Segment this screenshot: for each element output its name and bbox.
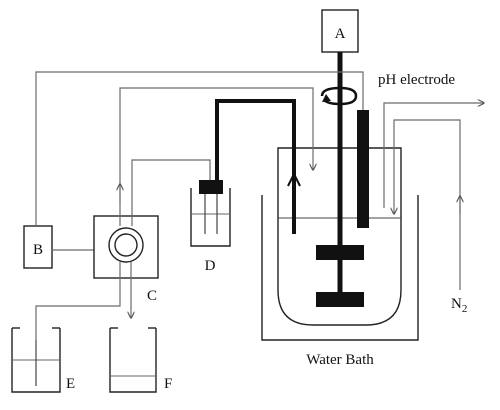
pump-rotor-outer [108, 227, 144, 263]
ph-electrode-probe [357, 110, 369, 228]
line-to-d [131, 159, 211, 226]
pump-rotor-inner [114, 233, 138, 257]
label-c: C [147, 288, 157, 304]
label-f: F [164, 376, 172, 392]
label-e: E [66, 376, 75, 392]
impeller-lower [316, 292, 364, 307]
vessel-f [109, 328, 157, 393]
ph-signal-line [35, 71, 364, 226]
ph-electrode-label: pH electrode [378, 72, 455, 88]
controller-b [23, 225, 53, 269]
thick-tube-to-reactor [215, 99, 296, 234]
label-b: B [33, 242, 43, 258]
rotation-arrowhead-icon [322, 94, 331, 102]
stirrer-motor-a [321, 9, 359, 53]
tube-from-e [35, 262, 121, 340]
pump-c [93, 215, 159, 279]
feed-line-to-reactor [119, 87, 313, 226]
label-d: D [205, 258, 216, 274]
n2-label: N2 [451, 296, 467, 315]
impeller-upper [316, 245, 364, 260]
label-a: A [335, 26, 346, 42]
n2-inlet-line [394, 119, 461, 290]
water-bath-vessel [261, 195, 419, 341]
n2-label-main: N [451, 296, 462, 312]
vessel-d-stopper [199, 180, 223, 194]
thick-tube-arrow-icon [287, 171, 301, 187]
exhaust-line [383, 103, 484, 208]
water-bath-label: Water Bath [306, 352, 374, 368]
n2-label-sub: 2 [462, 303, 468, 315]
rotation-arrow-icon [320, 86, 358, 106]
vessel-d [190, 188, 231, 247]
reactor-vessel [277, 147, 402, 326]
